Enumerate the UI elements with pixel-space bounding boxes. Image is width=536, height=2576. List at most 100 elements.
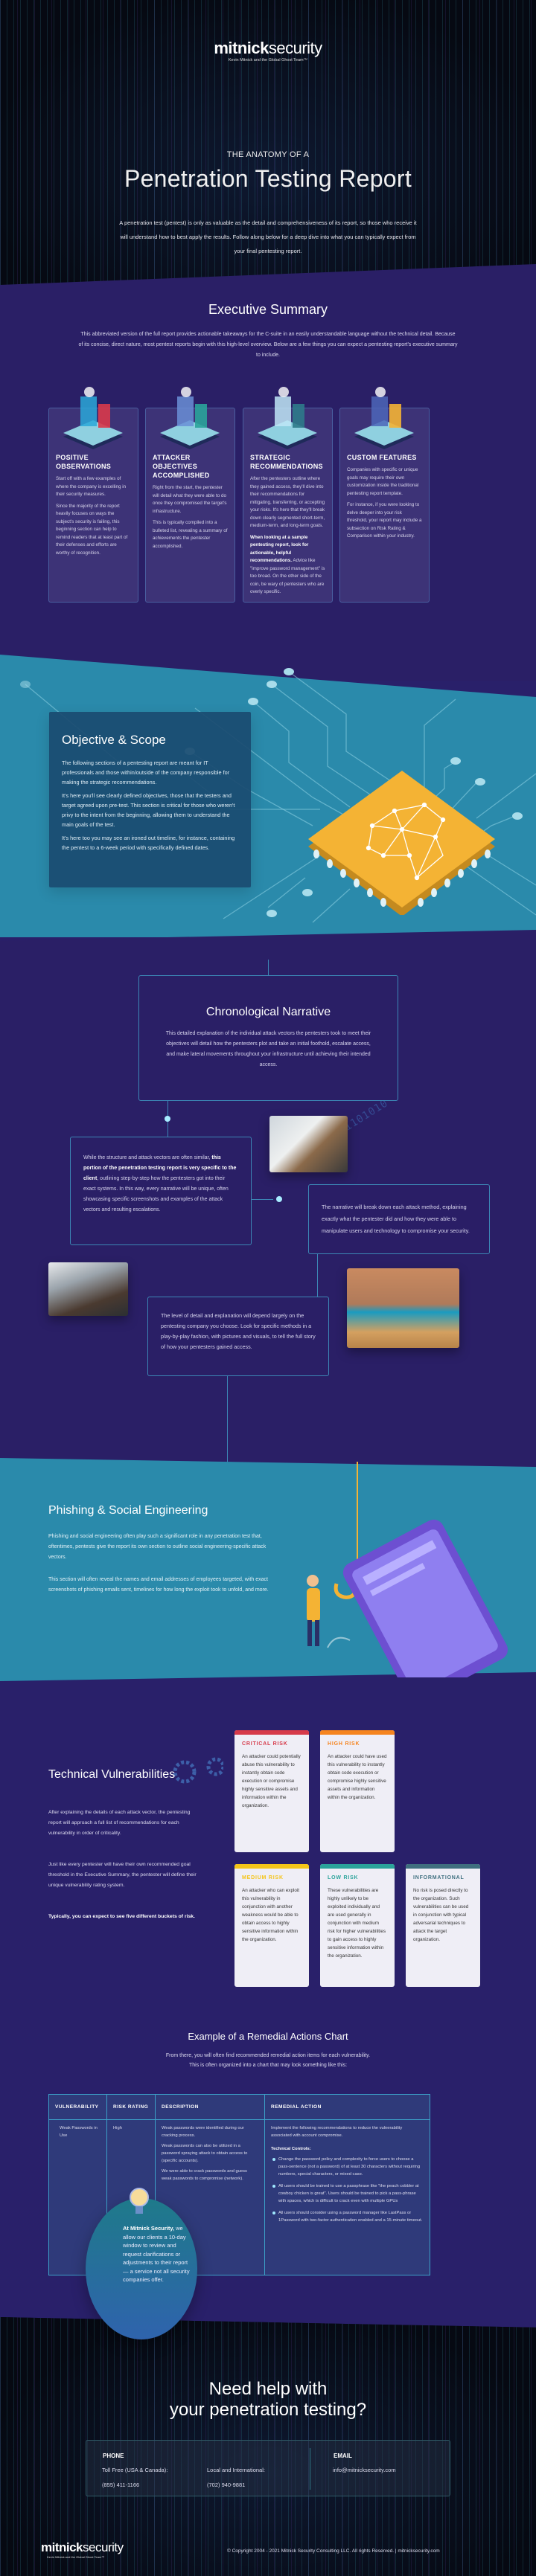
risk-color-bar: [320, 1864, 395, 1869]
description-text: We were able to crack passwords and gues…: [162, 2169, 247, 2181]
phishing-title: Phishing & Social Engineering: [48, 1504, 208, 1517]
risk-card: LOW RISK These vulnerabilities are highl…: [320, 1864, 395, 1987]
footer-section: [0, 2317, 536, 2576]
risk-description: An attacker could potentially abuse this…: [242, 1754, 301, 1808]
card-emphasis: When looking at a sample pentesting repo…: [250, 534, 309, 564]
narrative-box-1: While the structure and attack vectors a…: [70, 1137, 252, 1245]
text-segment: , outlining step-by-step how the pentest…: [83, 1176, 229, 1212]
phone-label: PHONE: [103, 2453, 124, 2459]
technical-paragraph-1: After explaining the details of each att…: [48, 1810, 191, 1836]
timeline-line: [317, 1254, 318, 1297]
card-paragraph: After the pentesters outline where they …: [250, 476, 325, 528]
narrative-box-2: The narrative will break down each attac…: [308, 1184, 490, 1254]
controls-label: Technical Controls:: [271, 2147, 311, 2151]
risk-color-bar: [234, 1730, 309, 1735]
narrative-title: Chronological Narrative: [205, 1006, 331, 1018]
callout-body: we allow our clients a 10-day window to …: [123, 2225, 190, 2283]
phishing-hook-phone-illustration: [307, 1462, 508, 1677]
logo-tagline: Kevin Mitnick and the Global Ghost Team™: [47, 2555, 105, 2559]
cta-line-1: Need help with: [208, 2379, 328, 2399]
footer-logo[interactable]: mitnicksecurity Kevin Mitnick and the Gl…: [41, 2540, 145, 2559]
executive-summary-title: Executive Summary: [208, 302, 328, 317]
card-paragraph: Start off with a few examples of where t…: [56, 476, 127, 497]
cta-line-2: your penetration testing?: [169, 2400, 367, 2420]
local-phone-link[interactable]: (702) 940-9881: [207, 2482, 246, 2488]
narrative-box-3: The level of detail and explanation will…: [147, 1297, 329, 1376]
column-header: RISK RATING: [106, 2094, 156, 2120]
risk-card: HIGH RISK An attacker could have used th…: [320, 1730, 395, 1852]
tollfree-label: Toll Free (USA & Canada):: [102, 2467, 168, 2473]
remedial-title: Example of a Remedial Actions Chart: [188, 2031, 348, 2042]
processor-chip-illustration: [308, 771, 495, 915]
objective-paragraph-2: It's here you'll see clearly defined obj…: [62, 792, 235, 828]
logo-light: security: [268, 39, 322, 57]
hero-kicker: THE ANATOMY OF A: [226, 150, 310, 159]
description-text: Weak passwords were identified during ou…: [162, 2126, 244, 2138]
phishing-paragraph-2: This section will often reveal the names…: [48, 1577, 269, 1593]
callout-circle: [86, 2198, 197, 2339]
card-title: STRATEGIC RECOMMENDATIONS: [250, 454, 323, 470]
risk-card: MEDIUM RISK An attacker who can exploit …: [234, 1864, 309, 1987]
objective-title: Objective & Scope: [62, 733, 166, 747]
list-item: All users should consider using a passwo…: [271, 2209, 424, 2224]
email-label: EMAIL: [334, 2453, 352, 2459]
column-header: DESCRIPTION: [155, 2094, 265, 2120]
card-text: Since the majority of the report heavily…: [56, 503, 128, 556]
objective-paragraph-1: The following sections of a pentesting r…: [62, 759, 230, 786]
card-paragraph: Since the majority of the report heavily…: [56, 503, 131, 558]
cloud-servers-illustration: [258, 387, 317, 449]
remedial-action-cell: Implement the following recommendations …: [264, 2119, 430, 2275]
risk-label: MEDIUM RISK: [242, 1875, 284, 1880]
card-paragraph: For instance, if you were looking to del…: [347, 501, 422, 541]
technical-paragraph-3: Typically, you can expect to see five di…: [48, 1914, 195, 1919]
callout-bold: At Mitnick Security,: [123, 2225, 175, 2232]
logo-tagline: Kevin Mitnick and the Global Ghost Team™: [228, 58, 308, 62]
remedial-intro-1: From there, you will often find recommen…: [165, 2053, 371, 2058]
card-text: Advice like "improve password management…: [250, 558, 325, 594]
copyright: © Copyright 2004 - 2021 Mitnick Security…: [227, 2548, 440, 2554]
controls-list: Change the password policy and complexit…: [271, 2156, 424, 2224]
objective-scope-box: Objective & Scope The following sections…: [49, 712, 251, 887]
timeline-connector: [252, 1199, 273, 1200]
risk-label: CRITICAL RISK: [242, 1741, 288, 1747]
typing-laptop-photo: [48, 1262, 128, 1316]
logo-bold: mitnick: [41, 2540, 83, 2554]
card-paragraph: When looking at a sample pentesting repo…: [250, 534, 325, 597]
table-header-row: VULNERABILITY RISK RATING DESCRIPTION RE…: [48, 2094, 430, 2120]
hero-intro: A penetration test (pentest) is only as …: [119, 219, 417, 254]
risk-color-bar: [234, 1864, 309, 1869]
laptops-meeting-photo: [269, 1116, 348, 1172]
risk-description: No risk is posed directly to the organiz…: [413, 1888, 469, 1942]
header-logo[interactable]: mitnicksecurity Kevin Mitnick and the Gl…: [194, 39, 342, 62]
narrative-box-1-text: While the structure and attack vectors a…: [83, 1153, 238, 1215]
column-header: REMEDIAL ACTION: [264, 2094, 430, 2120]
technical-paragraph-2: Just like every pentester will have thei…: [48, 1862, 197, 1888]
risk-description: These vulnerabilities are highly unlikel…: [328, 1888, 386, 1959]
people-profiles-illustration: [63, 387, 123, 449]
risk-card: CRITICAL RISK An attacker could potentia…: [234, 1730, 309, 1852]
column-header: VULNERABILITY: [48, 2094, 107, 2120]
card-paragraph: Companies with specific or unique goals …: [347, 467, 419, 496]
risk-card: INFORMATIONAL No risk is posed directly …: [406, 1864, 480, 1987]
phishing-paragraph-1: Phishing and social engineering often pl…: [48, 1534, 267, 1560]
card-title: CUSTOM FEATURES: [347, 454, 417, 461]
card-paragraph: This is typically compiled into a bullet…: [153, 519, 228, 550]
gears-icon: [173, 1757, 223, 1784]
email-link[interactable]: info@mitnicksecurity.com: [333, 2467, 396, 2473]
risk-description: An attacker could have used this vulnera…: [328, 1754, 387, 1800]
technical-title: Technical Vulnerabilities: [48, 1768, 176, 1781]
risk-label: INFORMATIONAL: [413, 1875, 465, 1880]
card-text: This is typically compiled into a bullet…: [153, 520, 228, 549]
lightbulb-icon: [130, 2188, 149, 2214]
timeline-dot: [165, 1116, 170, 1122]
tollfree-phone-link[interactable]: (855) 411-1166: [102, 2482, 140, 2488]
local-label: Local and International:: [207, 2467, 265, 2473]
narrative-intro: This detailed explanation of the individ…: [165, 1031, 371, 1067]
objective-paragraph-3: It's here too you may see an ironed out …: [62, 835, 235, 851]
card-title: ATTACKER OBJECTIVES ACCOMPLISHED: [153, 454, 210, 479]
contact-box: PHONE Toll Free (USA & Canada): (855) 41…: [86, 2440, 450, 2496]
office-meeting-photo: [347, 1268, 459, 1348]
risk-color-bar: [320, 1730, 395, 1735]
chronological-narrative-box: Chronological Narrative This detailed ex…: [138, 975, 398, 1101]
